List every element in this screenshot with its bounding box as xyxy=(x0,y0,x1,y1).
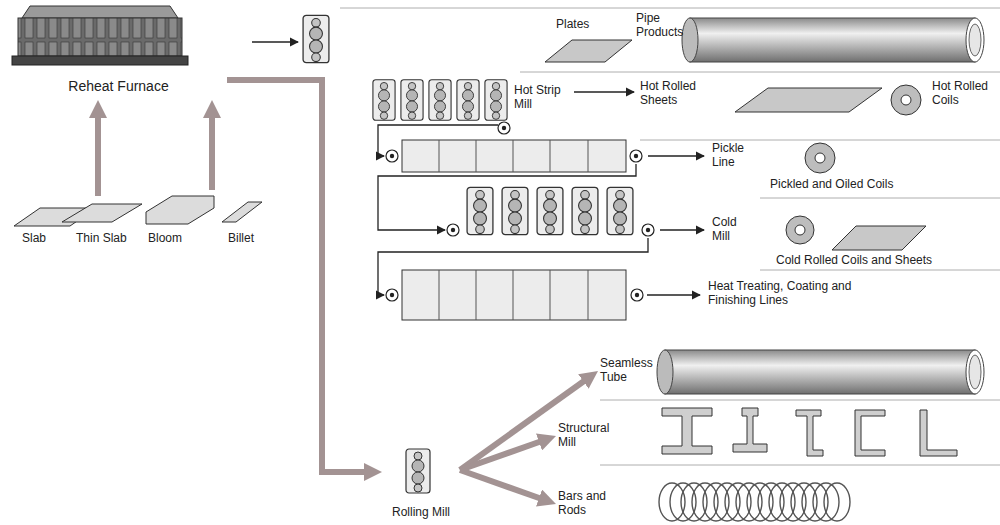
material-label: Bloom xyxy=(140,190,222,246)
node-text: Seamless Tube xyxy=(600,357,660,385)
rod-coil xyxy=(659,483,850,521)
product-label: Hot Rolled Coils xyxy=(932,80,996,108)
hot-strip-mill xyxy=(373,80,507,121)
plate xyxy=(545,40,632,62)
node-text: Bars and Rods xyxy=(558,490,624,518)
node-text: Hot Strip Mill xyxy=(514,84,574,112)
node-text: Bloom xyxy=(148,232,222,246)
flow-arrow xyxy=(209,112,215,190)
flow-arrow xyxy=(460,470,545,500)
node-text: Structural Mill xyxy=(558,422,624,450)
product-label: Hot Rolled Sheets xyxy=(640,80,702,108)
structural-shape xyxy=(662,408,957,456)
node-text: Thin Slab xyxy=(76,232,138,246)
material-label: Thin Slab xyxy=(64,229,138,246)
sheet xyxy=(832,226,926,250)
rolling-mill-stand xyxy=(406,449,430,493)
plate-mill-stand xyxy=(303,15,329,62)
flow-arrow xyxy=(227,80,370,472)
node-text: Rolling Mill xyxy=(382,506,460,520)
flow-arrow xyxy=(95,112,101,196)
node-text: Reheat Furnace xyxy=(10,78,227,94)
coil xyxy=(786,85,921,244)
semi-finished-steel xyxy=(14,196,262,226)
pipe xyxy=(682,18,984,62)
sheet xyxy=(735,88,882,112)
seamless-tube xyxy=(657,350,984,394)
node-text: Pickle Line xyxy=(712,142,762,170)
process-label: Rolling Mill xyxy=(382,446,460,522)
process-label: Cold Mill xyxy=(712,216,756,246)
node-text: Cold Mill xyxy=(712,216,756,244)
cold-mill xyxy=(467,187,633,234)
product-label: Seamless Tube xyxy=(600,355,660,387)
pickle-tank xyxy=(402,140,626,172)
row-separator xyxy=(340,8,1000,465)
flow-arrow xyxy=(460,440,545,470)
product-label: Pickled and Oiled Coils xyxy=(770,178,893,192)
finishing-line xyxy=(402,270,626,320)
process-label: Hot Strip Mill xyxy=(514,84,574,114)
product-label: Plates xyxy=(556,18,589,32)
product-label: Bars and Rods xyxy=(558,488,624,520)
node-text: Billet xyxy=(228,232,276,246)
reheat-furnace xyxy=(12,6,188,65)
product-label: Pipe Products xyxy=(636,12,690,40)
node-text: Heat Treating, Coating and Finishing Lin… xyxy=(708,280,868,308)
process-label: Pickle Line xyxy=(712,142,762,172)
process-label: Structural Mill xyxy=(558,420,624,452)
material-label: Billet xyxy=(224,228,276,246)
process-label: Heat Treating, Coating and Finishing Lin… xyxy=(708,280,868,312)
product-label: Cold Rolled Coils and Sheets xyxy=(776,254,932,268)
furnace-label: Reheat Furnace xyxy=(10,0,227,100)
